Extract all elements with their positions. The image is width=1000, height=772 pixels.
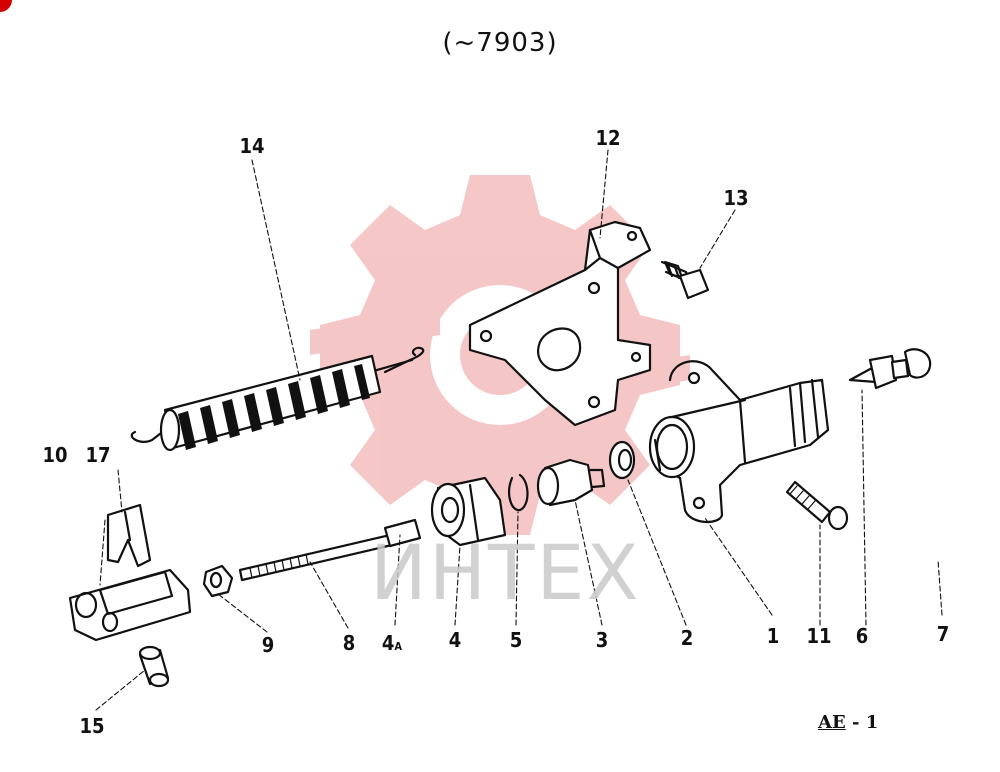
- callout-17: 17: [85, 443, 111, 467]
- callout-6: 6: [855, 624, 869, 648]
- callout-4: 4: [448, 628, 462, 652]
- part-17-spring-clip: [106, 503, 152, 568]
- callout-4a-suffix: A: [394, 640, 403, 653]
- diagram-code-suffix: - 1: [845, 712, 879, 733]
- part-3-piston: [536, 458, 606, 507]
- part-5-snap-ring: [508, 473, 529, 512]
- callout-11: 11: [806, 624, 832, 648]
- part-11-bleeder-bolt: [785, 480, 849, 531]
- part-6-bleeder-valve: [848, 348, 932, 390]
- callout-2: 2: [680, 626, 694, 650]
- callout-15: 15: [79, 714, 105, 738]
- callout-4a: 4A: [382, 631, 402, 655]
- callout-3: 3: [595, 628, 609, 652]
- part-1-cylinder-body: [648, 360, 830, 523]
- callout-7: 7: [936, 622, 950, 646]
- callout-12: 12: [595, 126, 621, 150]
- part-12-mounting-bracket: [468, 220, 652, 427]
- callout-10: 10: [42, 443, 68, 467]
- part-15-clevis-pin: [138, 645, 170, 688]
- callout-9: 9: [261, 633, 275, 657]
- diagram-title: (~7903): [442, 28, 558, 58]
- part-2-cup-seal: [608, 440, 636, 480]
- callout-5: 5: [509, 628, 523, 652]
- part-13-bolt: [660, 260, 710, 300]
- diagram-code-prefix: AE: [818, 712, 846, 733]
- leader-lines: [95, 149, 943, 711]
- watermark-text: ИНТЕХ: [370, 528, 641, 617]
- callout-8: 8: [342, 631, 356, 655]
- callout-13: 13: [723, 186, 749, 210]
- part-10-clevis: [68, 568, 192, 642]
- callout-1: 1: [766, 624, 780, 648]
- part-4-dust-boot: [430, 476, 507, 547]
- part-8-push-rod: [238, 518, 422, 582]
- callout-4a-number: 4: [381, 631, 395, 655]
- callout-14: 14: [239, 134, 265, 158]
- part-14-return-spring: [130, 346, 425, 452]
- part-9-lock-nut: [202, 564, 234, 598]
- diagram-code: AE - 1: [818, 712, 878, 733]
